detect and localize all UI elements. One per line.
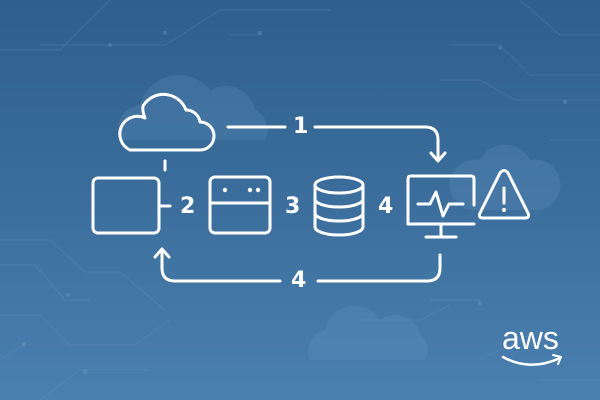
step-label-2: 2	[180, 194, 196, 219]
arrow-4-head	[153, 247, 171, 259]
step-label-3: 3	[285, 194, 301, 219]
cloud-icon	[118, 92, 216, 152]
aws-smile-icon	[501, 355, 562, 366]
step-label-1: 1	[293, 114, 309, 139]
warning-triangle-icon	[477, 169, 531, 220]
arrow-4-segment-b	[160, 248, 282, 283]
monitor-heartbeat-icon	[406, 174, 476, 239]
aws-logo: aws	[502, 320, 559, 356]
database-icon	[313, 175, 365, 237]
arrow-1-segment-b	[313, 125, 440, 162]
step-label-4-return: 4	[291, 268, 307, 293]
arrow-1-head	[429, 151, 447, 163]
step-label-4: 4	[378, 194, 394, 219]
window-icon	[208, 175, 272, 235]
square-icon	[91, 176, 161, 235]
arrow-4-segment-a	[316, 253, 442, 283]
